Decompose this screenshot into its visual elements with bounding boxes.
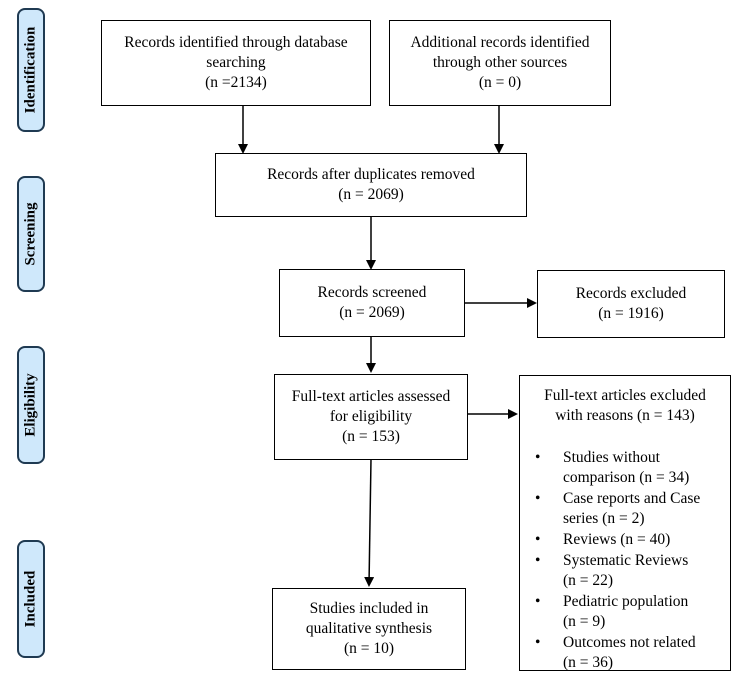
box-studies-included-line2: qualitative synthesis	[305, 620, 433, 637]
box-other-sources: Additional records identified through ot…	[389, 20, 611, 106]
box-fulltext-assessed-line2: for eligibility	[329, 408, 413, 425]
exclusion-reason-line2: (n = 9)	[563, 613, 606, 630]
phase-screening: Screening	[17, 176, 45, 292]
exclusion-reason-line2: (n = 36)	[563, 654, 614, 671]
bullet-icon: •	[535, 634, 541, 651]
box-records-excluded-line1: Records excluded	[575, 285, 687, 302]
phase-identification: Identification	[17, 8, 45, 132]
box-other-sources-count: (n = 0)	[478, 74, 522, 91]
exclusion-reason-line2: (n = 22)	[563, 572, 614, 589]
bullet-icon: •	[535, 490, 541, 507]
exclusion-reason: • Case reports and Case series (n = 2)	[520, 489, 730, 529]
box-other-sources-line1: Additional records identified	[410, 34, 590, 51]
box-fulltext-assessed-count: (n = 153)	[342, 428, 400, 445]
box-records-excluded-count: (n = 1916)	[598, 305, 664, 322]
fulltext-excluded-title-line2: with reasons (n = 143)	[555, 407, 695, 424]
box-database-search-count: (n =2134)	[205, 74, 267, 91]
box-after-duplicates-count: (n = 2069)	[338, 186, 404, 203]
exclusion-reason: • Pediatric population (n = 9)	[520, 592, 730, 632]
exclusion-reason-line1: Studies without	[563, 449, 660, 466]
box-database-search-line2: searching	[206, 54, 266, 71]
box-studies-included-count: (n = 10)	[343, 640, 395, 657]
fulltext-excluded-title: Full-text articles excluded with reasons…	[520, 386, 730, 426]
bullet-icon: •	[535, 593, 541, 610]
box-records-screened: Records screened (n = 2069)	[279, 269, 465, 337]
box-database-search-line1: Records identified through database	[124, 34, 348, 51]
exclusion-reason-line1: Systematic Reviews	[563, 552, 689, 569]
exclusion-reason: • Studies without comparison (n = 34)	[520, 448, 730, 488]
bullet-icon: •	[535, 531, 541, 548]
box-studies-included: Studies included in qualitative synthesi…	[272, 588, 466, 670]
box-fulltext-assessed-line1: Full-text articles assessed	[291, 388, 451, 405]
exclusion-reason-line1: Outcomes not related	[563, 634, 696, 651]
exclusion-reason-line2: series (n = 2)	[563, 510, 645, 527]
exclusion-reason: • Reviews (n = 40)	[520, 530, 730, 550]
box-other-sources-line2: through other sources	[432, 54, 568, 71]
box-records-excluded: Records excluded (n = 1916)	[537, 270, 725, 338]
box-records-screened-count: (n = 2069)	[339, 304, 405, 321]
exclusion-reasons-list: • Studies without comparison (n = 34) • …	[520, 448, 730, 674]
box-after-duplicates: Records after duplicates removed (n = 20…	[215, 153, 527, 217]
bullet-icon: •	[535, 552, 541, 569]
box-studies-included-line1: Studies included in	[309, 600, 429, 617]
box-fulltext-excluded: Full-text articles excluded with reasons…	[519, 375, 731, 671]
phase-eligibility: Eligibility	[17, 346, 45, 464]
box-database-search: Records identified through database sear…	[101, 20, 371, 106]
bullet-icon: •	[535, 449, 541, 466]
arrow-fulltext-to-included	[364, 458, 375, 587]
exclusion-reason-line1: Reviews (n = 40)	[563, 531, 671, 548]
box-after-duplicates-line1: Records after duplicates removed	[267, 166, 475, 183]
phase-included: Included	[17, 540, 45, 658]
box-records-screened-line1: Records screened	[317, 284, 427, 301]
exclusion-reason-line1: Pediatric population	[563, 593, 689, 610]
box-fulltext-assessed: Full-text articles assessed for eligibil…	[274, 374, 468, 460]
exclusion-reason: • Outcomes not related (n = 36)	[520, 633, 730, 673]
exclusion-reason-line1: Case reports and Case	[563, 490, 701, 507]
fulltext-excluded-title-line1: Full-text articles excluded	[544, 387, 706, 404]
exclusion-reason-line2: comparison (n = 34)	[563, 469, 690, 486]
exclusion-reason: • Systematic Reviews (n = 22)	[520, 551, 730, 591]
